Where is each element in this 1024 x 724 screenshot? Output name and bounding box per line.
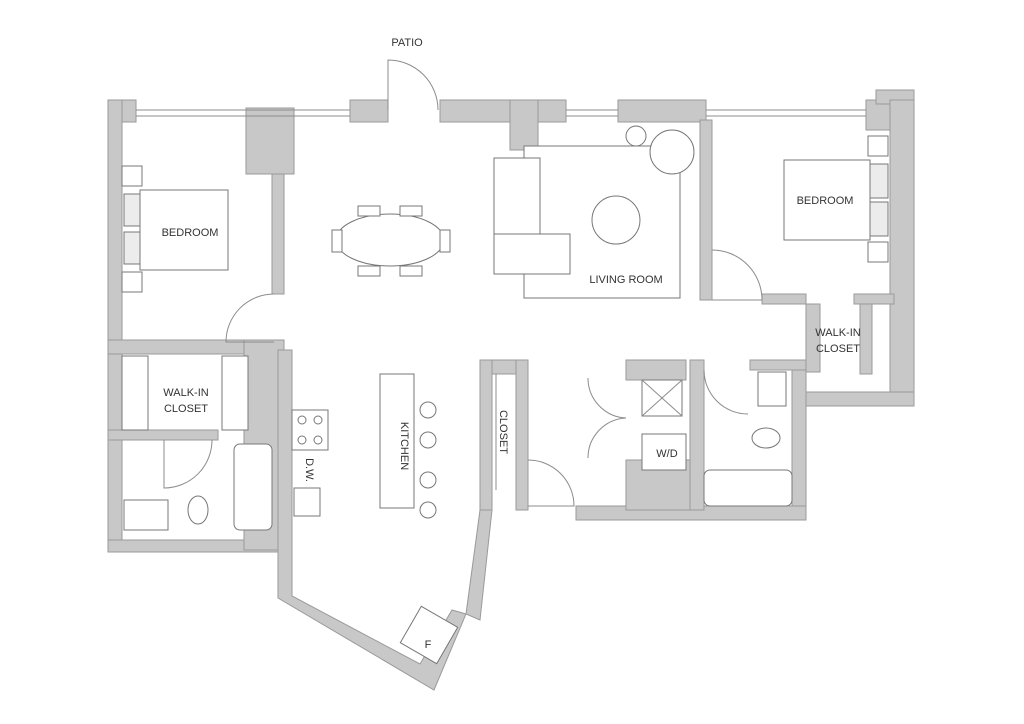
furniture xyxy=(121,125,889,665)
wall-laundry-right xyxy=(689,359,705,511)
wall-bedroom-right-left xyxy=(699,119,713,301)
label-bedroom-right: BEDROOM xyxy=(797,195,854,207)
fridge xyxy=(399,605,459,665)
pillow-right-2 xyxy=(869,201,889,237)
label-closet: CLOSET xyxy=(497,410,509,454)
pillow-left-2 xyxy=(123,231,141,265)
wall-bedroom-right-bottom xyxy=(761,293,807,305)
wall-walkin-right-left xyxy=(805,303,821,373)
door-bath-left[interactable] xyxy=(163,439,213,489)
bathtub-right xyxy=(703,469,793,507)
stool-1 xyxy=(419,401,437,419)
label-walkin-left-1: WALK-IN xyxy=(163,387,208,399)
coffee-table xyxy=(591,195,641,245)
chair-5 xyxy=(331,229,343,253)
armchair xyxy=(649,129,695,175)
wall-left xyxy=(107,99,123,553)
nightstand-right-2 xyxy=(867,241,889,263)
wall-top-patio-left xyxy=(349,99,389,123)
wall-kitchen-right-lower xyxy=(465,509,493,621)
doors xyxy=(163,59,763,507)
chair-3 xyxy=(357,265,381,277)
label-living-room: LIVING ROOM xyxy=(589,274,662,286)
wall-top-mid xyxy=(537,99,567,123)
label-kitchen: KITCHEN xyxy=(398,422,410,470)
sofa-chaise xyxy=(493,233,571,275)
bathtub-left xyxy=(233,443,273,531)
wall-closet-left xyxy=(479,359,493,511)
windows xyxy=(136,109,866,117)
wall-right xyxy=(889,99,915,407)
label-walkin-right-1: WALK-IN xyxy=(815,327,860,339)
door-patio[interactable] xyxy=(387,59,439,111)
walls xyxy=(107,89,915,691)
wall-bedroom-left-right xyxy=(271,173,285,295)
wall-walkin-left-bottom xyxy=(107,429,219,441)
bed-right xyxy=(783,159,871,241)
vanity-right xyxy=(757,371,787,407)
wall-closet-right xyxy=(515,359,529,511)
pillow-left-1 xyxy=(123,193,141,227)
kitchen-sink xyxy=(293,487,321,517)
chair-6 xyxy=(439,229,451,253)
side-table xyxy=(625,125,647,147)
cooktop xyxy=(291,409,329,451)
label-fridge: F xyxy=(425,639,432,651)
wall-bedroom-right-bottom-2 xyxy=(853,293,895,305)
wall-column-center xyxy=(509,99,539,151)
wall-right-bottom xyxy=(805,391,915,407)
nightstand-right-1 xyxy=(867,135,889,157)
wall-top-right-mid xyxy=(617,99,707,123)
door-closet[interactable] xyxy=(527,459,575,507)
wall-right-bath xyxy=(791,359,807,521)
label-bedroom-left: BEDROOM xyxy=(162,227,219,239)
chair-1 xyxy=(357,205,381,217)
wall-column-left xyxy=(245,107,295,175)
stool-2 xyxy=(419,431,437,449)
dryer xyxy=(641,433,687,471)
label-walkin-right-2: CLOSET xyxy=(816,343,860,355)
wall-walkin-right-right xyxy=(859,303,873,375)
closet-shelf-left-1 xyxy=(121,355,149,431)
door-bedroom-left[interactable] xyxy=(225,293,275,343)
label-patio: PATIO xyxy=(391,37,423,49)
dining-table xyxy=(335,213,445,267)
nightstand-left-2 xyxy=(121,271,143,293)
label-dishwasher: D.W. xyxy=(303,458,315,482)
chair-4 xyxy=(399,265,423,277)
wall-bath-top xyxy=(749,359,807,371)
door-bedroom-right[interactable] xyxy=(711,249,763,301)
toilet-left xyxy=(187,495,209,525)
closet-shelf-left-2 xyxy=(221,355,249,431)
wall-top-patio-right xyxy=(439,99,511,123)
kitchen-island xyxy=(379,373,415,509)
label-walkin-left-2: CLOSET xyxy=(164,403,208,415)
pillow-right-1 xyxy=(869,163,889,199)
label-washer-dryer: W/D xyxy=(656,448,677,460)
door-bath-right[interactable] xyxy=(703,369,749,415)
nightstand-left-1 xyxy=(121,165,143,187)
stool-4 xyxy=(419,501,437,519)
bed-left xyxy=(139,189,229,271)
vanity-left xyxy=(123,499,169,531)
toilet-right xyxy=(751,427,781,449)
room-labels: PATIO BEDROOM BEDROOM LIVING ROOM WALK-I… xyxy=(162,37,861,651)
stool-3 xyxy=(419,471,437,489)
wall-laundry-top xyxy=(625,359,687,381)
chair-2 xyxy=(399,205,423,217)
door-laundry[interactable] xyxy=(587,377,627,459)
